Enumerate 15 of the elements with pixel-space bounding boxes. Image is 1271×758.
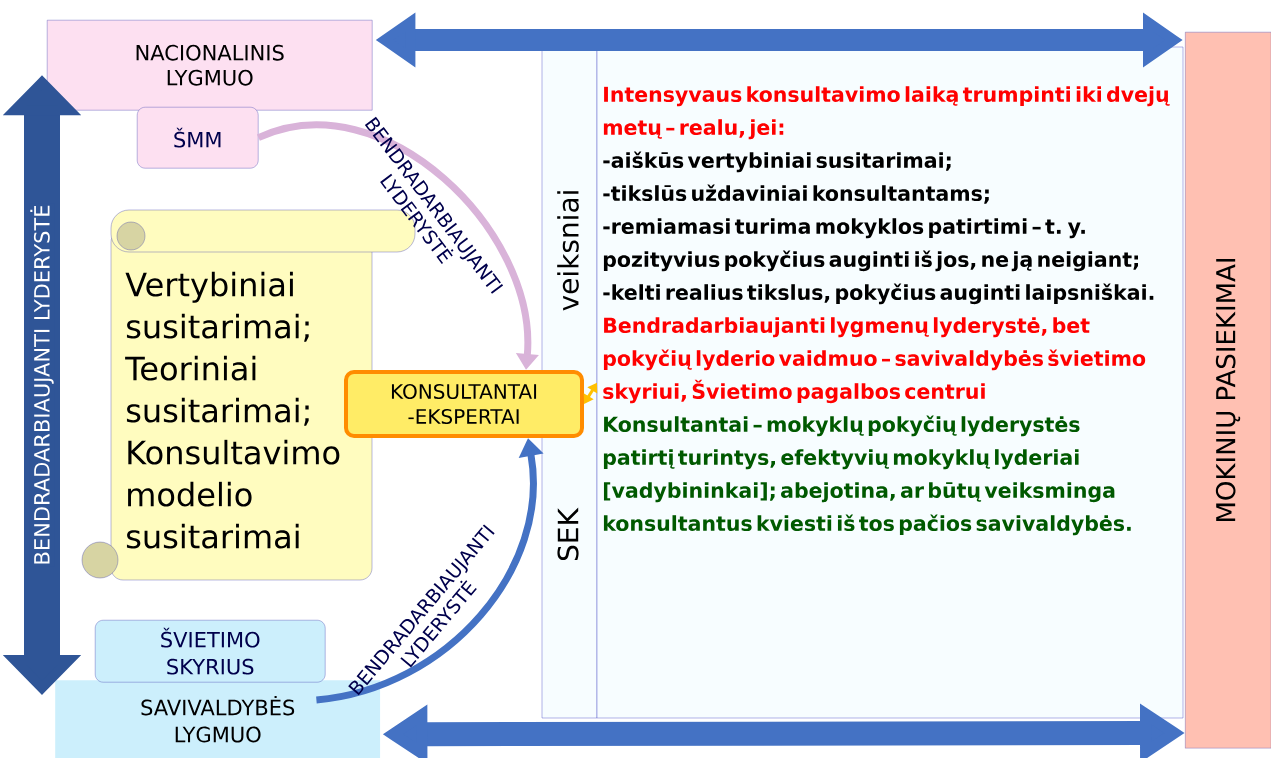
rotated-text: veiksniai: [557, 191, 579, 311]
rounded-box: ŠVIETIMO SKYRIUS: [95, 620, 326, 683]
paragraph: Bendradarbiaujanti lygmenų lyderystė, bet pokyčių lyderio vaidmuo – savivaldybės švietimo skyriui, Švietimo pagalbos centrui: [603, 317, 1146, 404]
paragraph: -aiškūs vertybiniai susitarimai;: [603, 151, 951, 173]
level-box: NACIONALINIS LYGMUO: [47, 20, 373, 111]
paragraph: Intensyvaus konsultavimo laiką trumpinti iki dvejų metų – realu, jei:: [603, 86, 1170, 140]
edge-label: BENDRADARBIAUJANTI LYDERYSTĖ: [30, 205, 54, 564]
paragraph: -remiamasi turima mokyklos patirtimi – t. y. pozityvius pokyčius auginti iš jos, ne ją neigiant;: [603, 218, 1138, 272]
rounded-box: ŠMM: [137, 107, 259, 169]
outcome-bar: MOKINIŲ PASIEKIMAI: [1185, 32, 1271, 749]
paragraph: Konsultantai – mokyklų pokyčių lyderystės patirtį turintys, efektyvių mokyklų lyderiai [vadybininkai]; abejotina, ar būtų veiksminga konsultantus kviesti iš tos pačios savivaldybės.: [603, 415, 1131, 536]
paragraph: -tikslūs uždaviniai konsultantams;: [603, 184, 989, 204]
rotated-text: SEK: [557, 507, 579, 561]
rounded-box: KONSULTANTAI -EKSPERTAI: [344, 370, 584, 438]
paragraph: -kelti realius tikslus, pokyčius auginti laipsniškai.: [603, 283, 1154, 305]
